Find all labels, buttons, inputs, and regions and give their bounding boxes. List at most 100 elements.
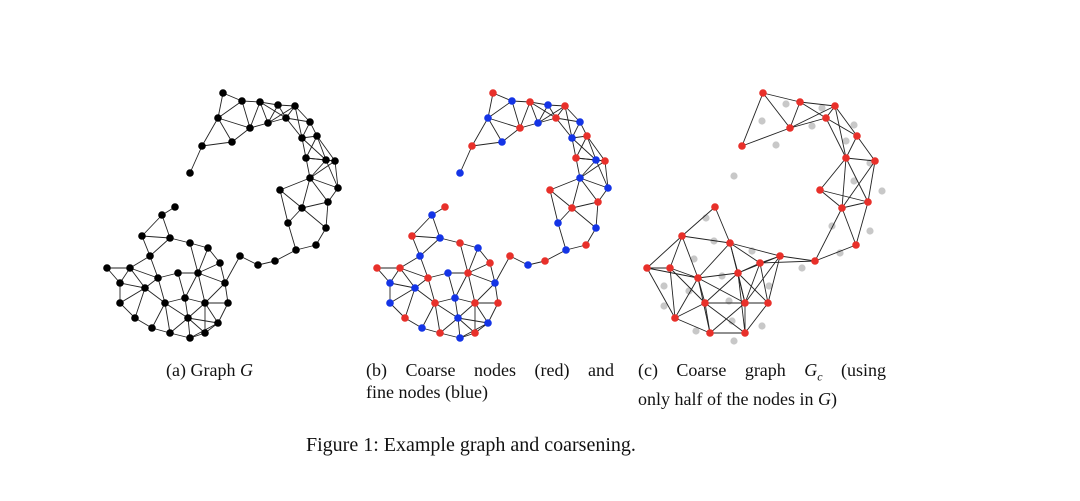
edge [197, 272, 226, 284]
edge [204, 302, 219, 324]
edge [421, 302, 436, 329]
graph-node [298, 204, 306, 212]
graph-node [759, 89, 767, 97]
graph-node [842, 154, 850, 162]
graph-node [141, 284, 149, 292]
edge [529, 101, 557, 119]
graph-node [534, 119, 542, 127]
edge [579, 160, 606, 179]
edge [189, 145, 203, 174]
edge [704, 302, 746, 334]
edge [729, 242, 761, 264]
graph-node [561, 102, 569, 110]
graph-node [491, 279, 499, 287]
graph-node [594, 198, 602, 206]
graph-node [471, 299, 479, 307]
edge [669, 267, 676, 319]
ghost-node [765, 282, 773, 290]
graph-node [126, 264, 134, 272]
edge [557, 222, 567, 251]
edge [487, 117, 503, 143]
graph-node [186, 239, 194, 247]
ghost-node [728, 317, 736, 325]
ghost-node [850, 121, 858, 129]
graph-node [552, 114, 560, 122]
edge [201, 141, 233, 147]
edge [762, 92, 791, 129]
edge [129, 267, 146, 289]
edge [249, 101, 261, 129]
edge [467, 262, 491, 274]
edge [555, 117, 573, 139]
edge [709, 302, 746, 334]
edge [309, 160, 336, 179]
edge [814, 207, 843, 262]
edge [819, 189, 869, 203]
edge [431, 214, 441, 239]
graph-node [236, 252, 244, 260]
edge [789, 105, 836, 129]
graph-node [292, 246, 300, 254]
edge [279, 189, 303, 209]
edge [579, 177, 609, 189]
graph-node [171, 203, 179, 211]
edge [549, 189, 573, 209]
edge [586, 135, 606, 162]
graph-node [568, 134, 576, 142]
subcaption-c-word: Coarse [676, 360, 727, 380]
graph-node [416, 252, 424, 260]
subcaption-c-word: graph [744, 360, 786, 380]
edge [519, 101, 531, 129]
edge [224, 255, 241, 284]
graph-node [284, 219, 292, 227]
graph-node [428, 211, 436, 219]
edge [819, 189, 843, 209]
edge [544, 249, 567, 262]
graph-node [271, 257, 279, 265]
edges [106, 92, 339, 339]
subcaption-b-word: (b) [366, 360, 387, 380]
edge [586, 135, 597, 161]
edge [187, 317, 219, 324]
ghost-node [836, 249, 844, 257]
graph-node [726, 239, 734, 247]
graph-node [711, 203, 719, 211]
ghost-node [718, 272, 726, 280]
graph-node [221, 279, 229, 287]
edge [799, 101, 827, 119]
graph-node [738, 142, 746, 150]
edge [697, 242, 731, 279]
graph-node [456, 334, 464, 342]
graph-node [764, 299, 772, 307]
ghost-node [772, 141, 780, 149]
edge [149, 255, 159, 279]
graph-node [583, 132, 591, 140]
coarse-fine-drawing [373, 89, 612, 342]
graph-node [116, 299, 124, 307]
graph-node [184, 314, 192, 322]
edge [217, 117, 233, 143]
edge [511, 100, 521, 129]
edge [697, 277, 706, 304]
edge [467, 247, 479, 274]
edge [301, 207, 327, 229]
edge [217, 100, 243, 119]
edge [204, 282, 226, 304]
graph-node [471, 329, 479, 337]
edge [779, 255, 816, 262]
edge [845, 157, 869, 203]
graph-node [291, 102, 299, 110]
graph-node [194, 269, 202, 277]
subcaption-b: (b) Coarse nodes (red) and fine nodes (b… [366, 359, 614, 403]
edge [129, 267, 159, 279]
edge [134, 287, 146, 319]
edge [855, 201, 869, 246]
graph-node [418, 324, 426, 332]
edge [825, 117, 858, 137]
edge [301, 177, 311, 209]
nodes [103, 89, 342, 342]
graph-node [313, 132, 321, 140]
edge [737, 262, 761, 274]
edge [411, 235, 441, 239]
edge [487, 100, 513, 119]
